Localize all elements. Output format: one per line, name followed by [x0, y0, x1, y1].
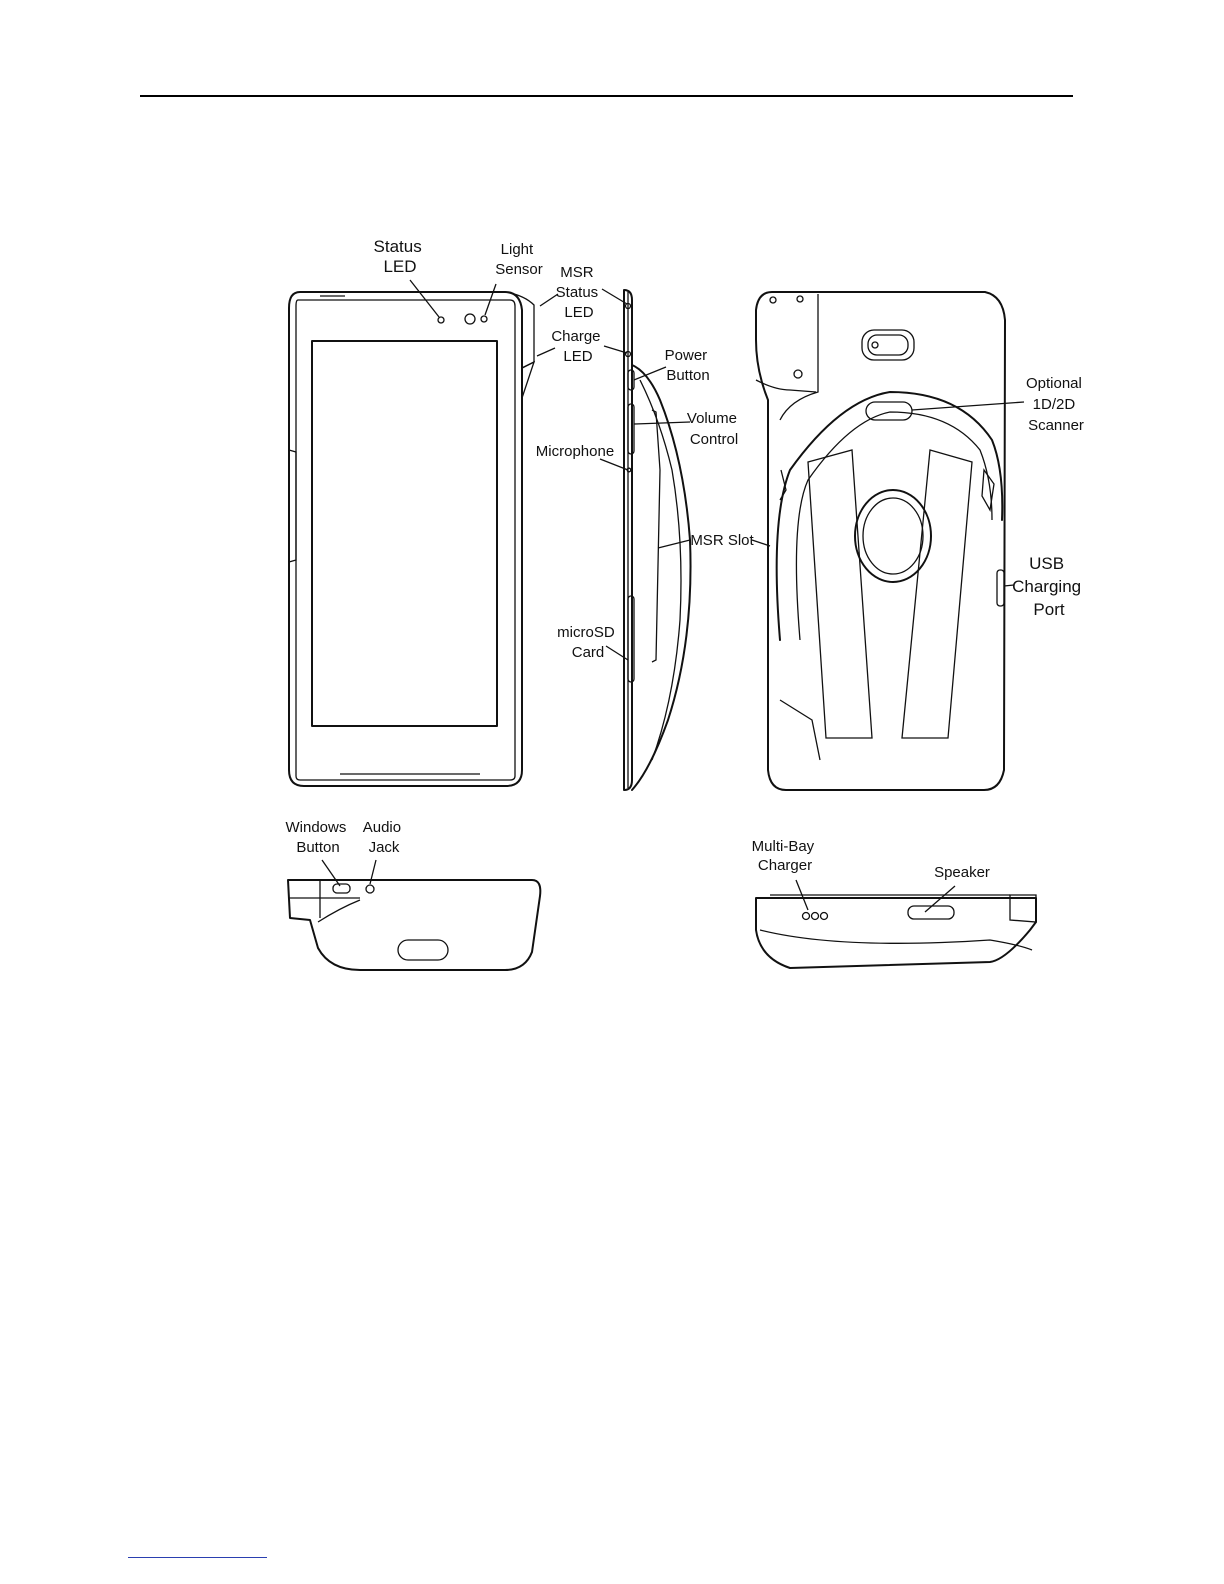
- footer-rule: [128, 1557, 267, 1558]
- camera-lens-icon: [465, 314, 475, 324]
- label-speaker: Speaker: [934, 864, 990, 881]
- speaker-grille: [908, 906, 954, 919]
- label-volume-control: Volume Control: [687, 410, 741, 448]
- label-charge-led: Charge LED: [551, 328, 604, 365]
- label-multi-bay-charger: Multi-Bay Charger: [752, 838, 819, 874]
- label-windows-button: Windows Button: [285, 819, 350, 856]
- side-view: [624, 290, 691, 790]
- light-sensor-dot: [481, 316, 487, 322]
- label-microsd-card: microSD Card: [557, 624, 619, 661]
- bottom-left-view: [288, 880, 540, 970]
- back-view: [756, 292, 1005, 790]
- label-msr-status-led: MSR Status LED: [556, 264, 603, 321]
- windows-button-shape: [333, 884, 350, 893]
- callout-labels: Status LED Light Sensor MSR Status LED C…: [285, 237, 1086, 881]
- usb-port-shape: [997, 570, 1004, 606]
- label-usb-charging-port: USB Charging Port: [1012, 554, 1086, 619]
- label-light-sensor: Light Sensor: [495, 241, 543, 278]
- label-audio-jack: Audio Jack: [363, 819, 406, 856]
- label-microphone: Microphone: [536, 443, 614, 460]
- label-optional-scanner: Optional 1D/2D Scanner: [1026, 375, 1086, 434]
- label-status-led: Status LED: [374, 237, 427, 276]
- front-view: [289, 292, 534, 786]
- status-led-dot: [438, 317, 444, 323]
- bottom-right-view: [756, 895, 1036, 968]
- audio-jack-hole: [366, 885, 374, 893]
- label-power-button: Power Button: [665, 347, 712, 384]
- label-msr-slot: MSR Slot: [690, 532, 754, 549]
